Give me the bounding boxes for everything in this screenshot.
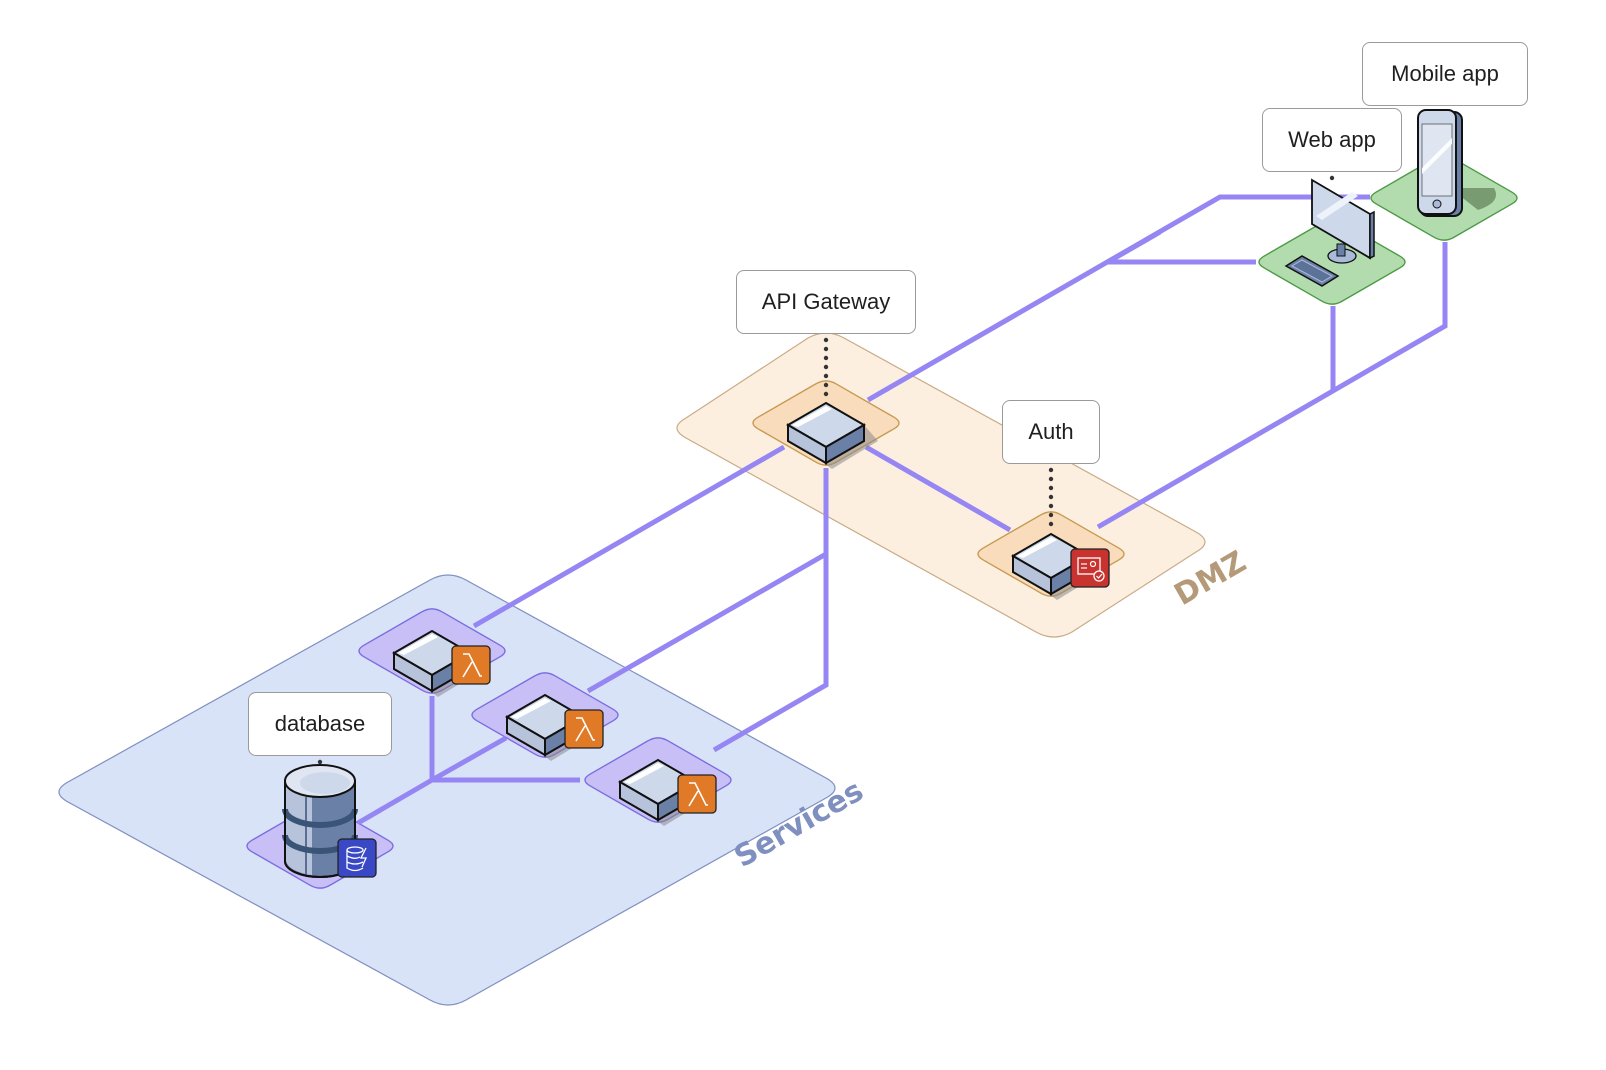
leader-dot [823,382,829,388]
leader-dot [1048,512,1054,518]
node-lambda-3[interactable] [618,758,717,826]
zone-services[interactable] [58,574,836,1006]
database-label[interactable]: database [248,692,392,756]
node-database[interactable] [282,759,377,878]
node-mobile-app[interactable] [1417,109,1496,217]
node-web-app[interactable] [1284,175,1375,287]
api-gateway-label[interactable]: API Gateway [736,270,916,334]
link-gateway-trunk [712,468,829,753]
mobile-app-label[interactable]: Mobile app [1362,42,1528,106]
dynamodb-icon [337,838,377,878]
link-mobile-to-auth [1096,242,1448,530]
lambda-icon [677,774,717,814]
auth-label[interactable]: Auth [1002,400,1100,464]
leader-dot [823,346,829,352]
leader-dot [1048,503,1054,509]
node-auth[interactable] [1011,467,1110,600]
leader-dot [823,391,829,397]
link-gateway-to-lambda1 [472,444,786,629]
connections-layer [356,194,1448,826]
leader-dot [1048,467,1054,473]
leader-dot [823,364,829,370]
lambda-icon [451,645,491,685]
leader-dot [823,355,829,361]
link-gateway-to-auth [864,444,1012,533]
link-web-to-gateway [866,194,1312,403]
leader-dot [1048,476,1054,482]
leader-dot [1048,521,1054,527]
leader-dot [317,759,323,765]
link-web-pad-branch [1098,229,1256,265]
leader-dot [1329,175,1335,181]
leader-dot [1048,494,1054,500]
lambda-icon [564,709,604,749]
web-app-label[interactable]: Web app [1262,108,1402,172]
devices-layer [282,109,1496,878]
leader-dot [823,337,829,343]
leader-dot [1048,485,1054,491]
node-lambda-1[interactable] [392,629,491,697]
node-lambda-2[interactable] [505,693,604,761]
node-api-gateway[interactable] [786,337,878,469]
identity-badge-icon [1070,548,1110,588]
link-trunk-to-lambda2 [586,551,828,694]
leader-dot [823,373,829,379]
